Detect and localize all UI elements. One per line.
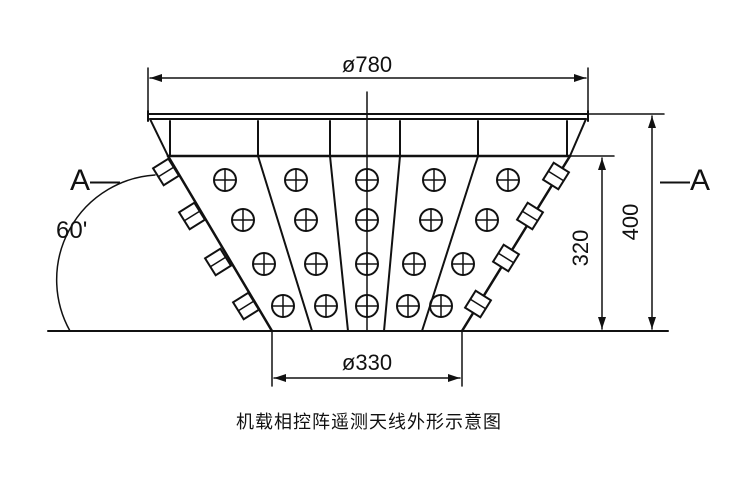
top-dim-arrow-right <box>574 74 586 82</box>
bottom-diameter-label: ø330 <box>342 350 392 375</box>
side-module-divider <box>183 210 201 222</box>
top-dim-arrow-left <box>150 74 162 82</box>
side-module-divider <box>547 170 565 182</box>
side-module-right <box>463 289 493 319</box>
side-module-left <box>231 291 261 321</box>
side-module-right <box>491 243 521 273</box>
side-module-right <box>541 161 571 191</box>
section-mark-left: A— <box>70 164 120 197</box>
side-module-divider <box>209 256 227 268</box>
band-left-outer <box>149 118 169 157</box>
figure-caption: 机载相控阵遥测天线外形示意图 <box>236 412 502 433</box>
side-module-divider <box>237 300 255 312</box>
side-module-divider <box>469 298 487 310</box>
angle-60-label: 60' <box>56 217 87 244</box>
side-module-right <box>515 201 545 231</box>
height320-arrow-top <box>598 158 606 170</box>
side-module-divider <box>521 210 539 222</box>
top-diameter-label: ø780 <box>342 52 392 77</box>
band-right-outer <box>569 118 587 157</box>
side-module-left <box>151 157 181 187</box>
height-320-label: 320 <box>568 230 593 267</box>
cone-rib-3 <box>383 155 401 332</box>
side-module-left <box>177 201 207 231</box>
side-module-left <box>203 247 233 277</box>
height-400-label: 400 <box>618 204 643 241</box>
height400-arrow-bottom <box>648 317 656 329</box>
side-module-divider <box>157 166 175 178</box>
cone-rib-2 <box>329 155 349 332</box>
side-module-divider <box>497 252 515 264</box>
height320-arrow-bottom <box>598 317 606 329</box>
cone-rib-1 <box>257 155 313 332</box>
height400-arrow-top <box>648 116 656 128</box>
bottom-dim-arrow-right <box>448 374 460 382</box>
bottom-dim-arrow-left <box>274 374 286 382</box>
angle-arc <box>55 174 156 332</box>
section-mark-right: —A <box>660 164 710 197</box>
